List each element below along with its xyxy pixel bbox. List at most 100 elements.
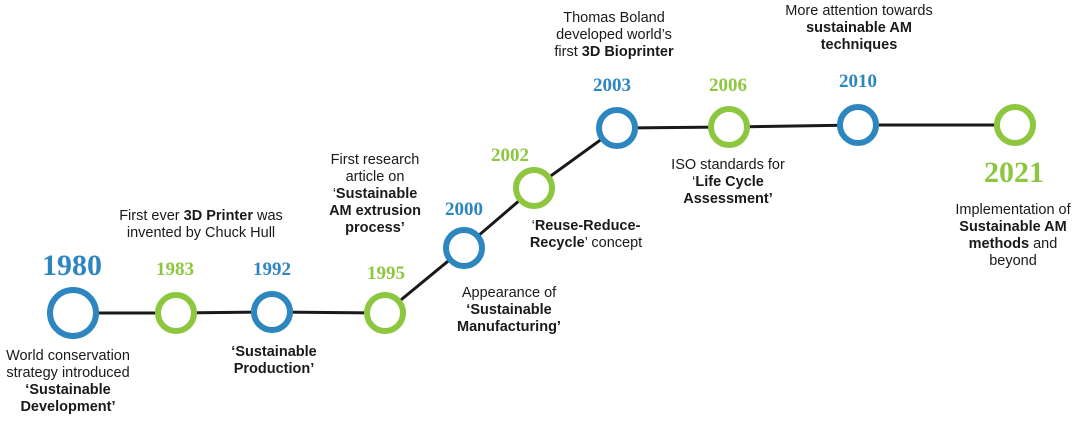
caption-line: article on (329, 169, 421, 186)
caption-line: methods and (955, 236, 1070, 253)
caption-line: invented by Chuck Hull (119, 225, 283, 242)
timeline-path (73, 123, 1015, 315)
caption-bold-text: process’ (345, 220, 405, 236)
caption-bold-text: 3D Bioprinter (581, 44, 674, 60)
year-label-2003: 2003 (593, 75, 631, 96)
caption-line: More attention towards (785, 3, 933, 20)
year-label-1980: 1980 (42, 249, 102, 282)
caption-line: first 3D Bioprinter (554, 44, 673, 61)
milestone-node-1995 (364, 292, 406, 334)
caption-line: Recycle’ concept (530, 235, 642, 252)
year-label-1983: 1983 (156, 259, 194, 280)
caption-bold-text: ‘Sustainable (466, 302, 552, 318)
caption-bold-text: techniques (820, 37, 898, 53)
caption-text: Thomas Boland (563, 10, 665, 26)
year-label-2010: 2010 (839, 71, 877, 92)
caption-line: developed world’s (554, 27, 673, 44)
caption-2002: ‘Reuse-Reduce-Recycle’ concept (530, 218, 642, 252)
caption-text: ’ concept (584, 235, 643, 251)
caption-bold-text: Sustainable (335, 186, 418, 202)
caption-line: sustainable AM (785, 20, 933, 37)
caption-bold-text: Reuse-Reduce- (534, 218, 641, 234)
caption-text: More attention towards (785, 3, 933, 19)
caption-line: Production’ (231, 361, 316, 378)
caption-text: First ever (119, 208, 184, 224)
caption-text: first (554, 44, 582, 60)
caption-line: World conservation (6, 348, 130, 365)
caption-line: ‘Life Cycle (671, 174, 785, 191)
caption-line: ISO standards for (671, 157, 785, 174)
caption-line: Thomas Boland (554, 10, 673, 27)
caption-line: ‘Sustainable (6, 382, 130, 399)
year-label-2000: 2000 (445, 199, 483, 220)
caption-text: was (252, 208, 283, 224)
caption-text: invented by Chuck Hull (126, 225, 276, 241)
caption-text: ‘ (692, 174, 696, 190)
caption-line: techniques (785, 37, 933, 54)
caption-line: strategy introduced (6, 365, 130, 382)
caption-line: ‘Sustainable (231, 344, 316, 361)
milestone-node-2010 (837, 104, 879, 146)
caption-text: developed world’s (556, 27, 672, 43)
caption-text: Appearance of (461, 285, 557, 301)
milestone-node-1992 (251, 291, 293, 333)
caption-text: beyond (989, 253, 1037, 269)
caption-line: Appearance of (457, 285, 561, 302)
caption-bold-text: Development’ (20, 399, 116, 415)
caption-line: Sustainable AM (955, 219, 1070, 236)
milestone-node-1980 (47, 287, 99, 339)
caption-text: World conservation (6, 348, 130, 364)
year-label-2021: 2021 (984, 156, 1044, 189)
milestone-node-2003 (596, 107, 638, 149)
caption-text: First research (330, 152, 420, 168)
caption-line: First research (329, 152, 421, 169)
caption-line: Manufacturing’ (457, 319, 561, 336)
caption-line: Implementation of (955, 202, 1070, 219)
milestone-node-2006 (708, 106, 750, 148)
caption-bold-text: Production’ (233, 361, 315, 377)
caption-bold-text: Manufacturing’ (457, 319, 561, 335)
year-label-1992: 1992 (253, 259, 291, 280)
caption-bold-text: Assessment’ (683, 191, 773, 207)
caption-bold-text: methods (968, 236, 1030, 252)
caption-line: ‘Reuse-Reduce- (530, 218, 642, 235)
caption-text: ‘ (531, 218, 535, 234)
caption-line: Assessment’ (671, 191, 785, 208)
caption-text: ISO standards for (671, 157, 785, 173)
caption-line: AM extrusion (329, 203, 421, 220)
caption-bold-text: Recycle (529, 235, 585, 251)
caption-line: ‘Sustainable (329, 186, 421, 203)
caption-line: beyond (955, 253, 1070, 270)
caption-text: and (1029, 236, 1058, 252)
caption-line: Development’ (6, 399, 130, 416)
caption-bold-text: ‘Sustainable (231, 344, 317, 360)
milestone-node-2021 (994, 104, 1036, 146)
milestone-node-1983 (155, 292, 197, 334)
caption-text: strategy introduced (6, 365, 130, 381)
caption-line: First ever 3D Printer was (119, 208, 283, 225)
caption-bold-text: Life Cycle (695, 174, 764, 190)
caption-line: ‘Sustainable (457, 302, 561, 319)
caption-bold-text: sustainable AM (806, 20, 912, 36)
milestone-node-2002 (513, 167, 555, 209)
caption-text: Implementation of (955, 202, 1071, 218)
caption-bold-text: 3D Printer (183, 208, 253, 224)
caption-text: article on (345, 169, 405, 185)
year-label-2002: 2002 (491, 145, 529, 166)
caption-bold-text: AM extrusion (329, 203, 421, 219)
milestone-node-2000 (443, 227, 485, 269)
caption-text: ‘ (332, 186, 336, 202)
caption-bold-text: Sustainable AM (959, 219, 1067, 235)
year-label-2006: 2006 (709, 75, 747, 96)
